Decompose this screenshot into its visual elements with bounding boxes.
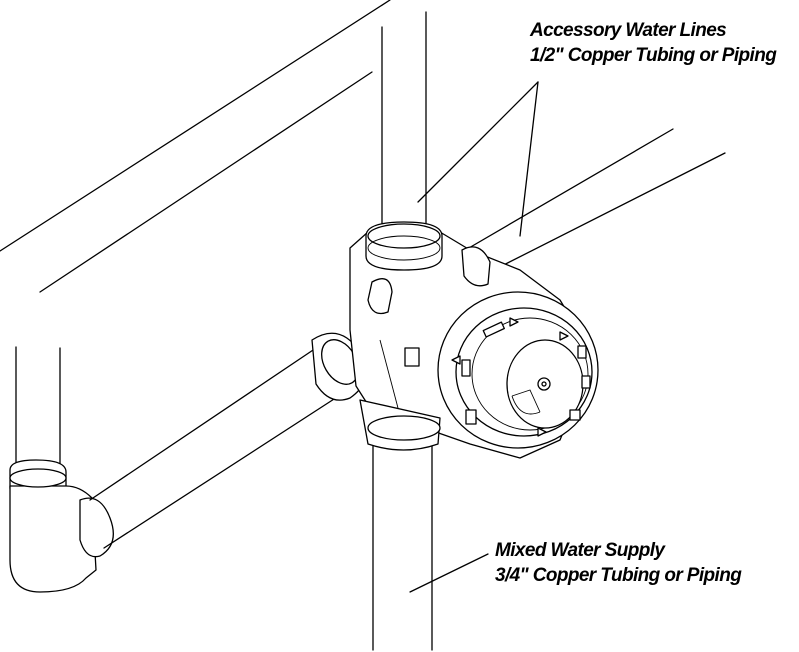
mixed-water-supply-title: Mixed Water Supply — [495, 540, 665, 561]
accessory-leader-lines — [417, 81, 539, 237]
top-vertical-pipe — [381, 11, 427, 237]
accessory-water-lines-spec: 1/2" Copper Tubing or Piping — [530, 45, 777, 66]
mixed-water-supply-label: Mixed Water Supply 3/4" Copper Tubing or… — [495, 538, 742, 588]
inlet-pipe — [89, 332, 367, 549]
mixing-valve — [349, 221, 599, 459]
accessory-water-lines-title: Accessory Water Lines — [530, 20, 727, 41]
accessory-water-lines-label: Accessory Water Lines 1/2" Copper Tubing… — [530, 18, 777, 68]
bottom-vertical-pipe — [372, 439, 433, 651]
left-vertical-pipe — [9, 346, 114, 593]
mixed-supply-leader-line — [409, 553, 489, 593]
mixed-water-supply-spec: 3/4" Copper Tubing or Piping — [495, 565, 742, 586]
right-accessory-pipe — [461, 128, 726, 283]
left-accessory-pipe — [0, 0, 391, 293]
